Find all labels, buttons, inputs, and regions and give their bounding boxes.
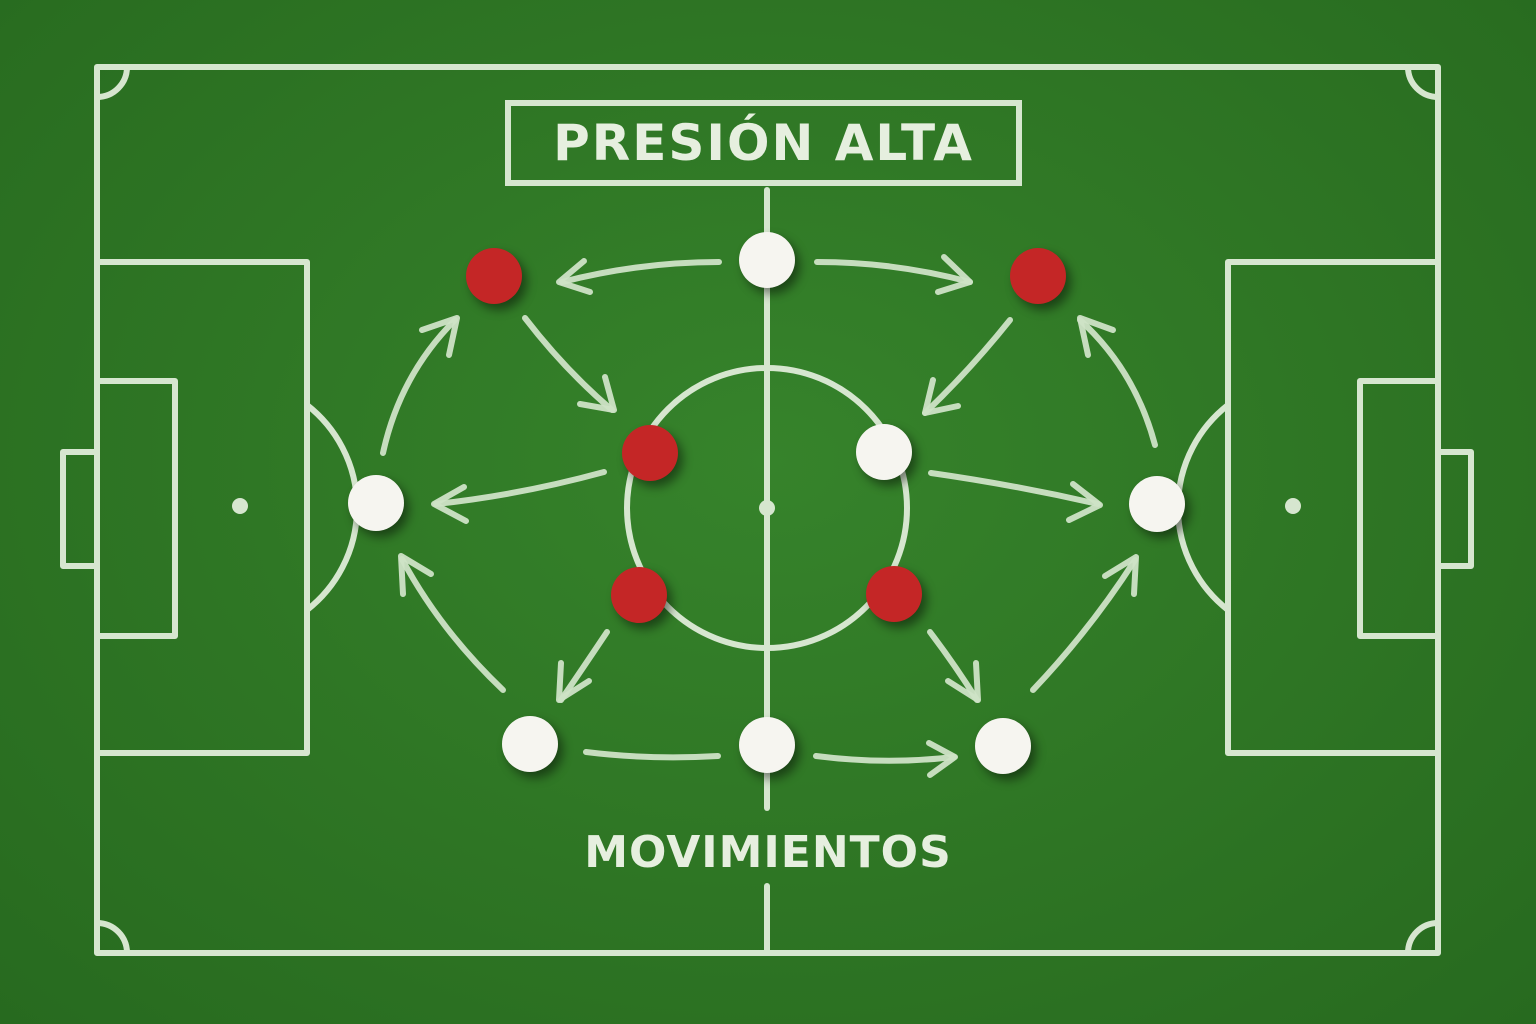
arrowhead-icon	[398, 553, 434, 597]
corner-arc-top-right	[1405, 64, 1441, 100]
arrow-bottom-left-to-left	[399, 556, 506, 693]
arrowhead-icon	[556, 258, 593, 295]
penalty-spot-left	[232, 498, 248, 514]
center-circle	[624, 365, 910, 651]
arrowhead-icon	[1077, 315, 1116, 358]
corner-arc-bottom-left	[94, 920, 130, 956]
goal-right	[1435, 449, 1474, 569]
penalty-box-right	[1225, 259, 1441, 756]
arrow-top-left-to-mid-left	[522, 315, 615, 413]
corner-arc-bottom-right	[1405, 920, 1441, 956]
arrow-bottom-right-to-right	[1030, 557, 1138, 693]
player-marker-w-top-center	[739, 232, 795, 288]
goal-box-right	[1357, 378, 1441, 639]
arrow-left-to-top-left	[380, 317, 458, 456]
arrow-bottom-center-to-bottom-right	[813, 753, 957, 764]
player-marker-r-low-left	[611, 567, 667, 623]
player-marker-w-bottom-left	[502, 716, 558, 772]
player-marker-w-bottom-right	[975, 718, 1031, 774]
penalty-spot-right	[1285, 498, 1301, 514]
player-marker-r-top-left	[466, 248, 522, 304]
arrowhead-icon	[556, 660, 592, 703]
arrowhead-icon	[419, 315, 460, 358]
arrow-top-center-to-top-right	[814, 259, 973, 285]
player-marker-w-right	[1129, 476, 1185, 532]
player-marker-w-mid-right	[856, 424, 912, 480]
arrowhead-icon	[922, 377, 961, 416]
center-spot	[759, 500, 775, 516]
arrowhead-icon	[945, 660, 981, 703]
player-marker-r-mid-left	[622, 425, 678, 481]
goal-left	[60, 449, 100, 569]
arrow-low-right-to-bottom-right	[927, 629, 980, 703]
arrow-bottom-left-to-bottom-center	[583, 749, 721, 761]
arrowhead-icon	[1102, 554, 1139, 597]
movement-arrows	[380, 254, 1158, 778]
diagram-subtitle: MOVIMIENTOS	[560, 822, 976, 882]
arrow-top-right-to-mid-right	[922, 317, 1013, 416]
player-marker-r-low-right	[866, 566, 922, 622]
corner-arc-top-left	[94, 64, 130, 100]
penalty-arc-right	[1175, 402, 1231, 613]
diagram-title: PRESIÓN ALTA	[505, 100, 1022, 186]
player-marker-r-top-right	[1010, 248, 1066, 304]
diagram-title-text: PRESIÓN ALTA	[553, 114, 974, 172]
arrowhead-icon	[1066, 481, 1103, 523]
arrow-low-left-to-bottom-left	[558, 629, 610, 703]
arrowhead-icon	[577, 374, 617, 413]
player-marker-w-left	[348, 475, 404, 531]
arrowhead-icon	[431, 484, 469, 524]
arrowhead-icon	[926, 740, 958, 778]
goal-box-left	[94, 378, 178, 639]
arrowhead-icon	[935, 254, 973, 295]
penalty-box-left	[94, 259, 310, 756]
arrow-mid-left-to-left	[433, 469, 607, 507]
arrow-top-center-to-top-left	[559, 259, 722, 285]
arrow-right-to-top-right	[1077, 317, 1158, 448]
player-marker-w-bottom-center	[739, 717, 795, 773]
diagram-subtitle-text: MOVIMIENTOS	[584, 826, 952, 878]
arrow-mid-right-to-right	[928, 470, 1101, 507]
